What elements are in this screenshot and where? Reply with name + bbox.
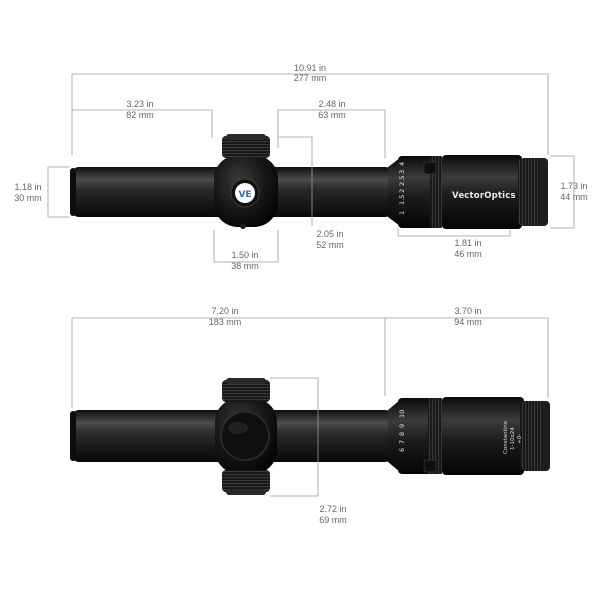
overall-length-bracket [71, 73, 549, 155]
rear-section-bracket [385, 317, 549, 398]
top-eyepiece-neck [388, 158, 400, 226]
mount-span-bracket [278, 136, 313, 226]
front-section-in: 7.20 in [211, 306, 238, 316]
eyepiece-length-bracket [397, 228, 511, 237]
bottom-mag-numbers: 6 7 8 9 10 [398, 410, 406, 452]
overall-length-in: 10.91 in [294, 63, 326, 73]
top-mag-number: 1.5 [398, 195, 406, 205]
top-eyepiece-bell [442, 155, 522, 229]
eyepiece-diameter-bracket [550, 155, 575, 229]
bottom-mag-lever [423, 459, 437, 473]
top-logo-mark: VE [238, 190, 251, 200]
top-logo-ring [235, 183, 255, 203]
tube-diameter-in: 1.18 in [14, 182, 41, 192]
turret-height-bracket [270, 377, 319, 497]
front-turret-in: 3.23 in [126, 99, 153, 109]
turret-height-mm: 69 mm [319, 515, 347, 525]
top-mag-number: 2 [398, 189, 406, 193]
eyepiece-diameter-in: 1.73 in [560, 181, 587, 191]
bottom-mag-number: 6 [398, 448, 406, 452]
tube-diameter-mm: 30 mm [14, 193, 42, 203]
bottom-model-line2: 1-10x24 [510, 427, 516, 450]
bottom-objective-end [70, 411, 76, 461]
turret-width-mm: 38 mm [231, 261, 259, 271]
top-mag-numbers: 1 1.5 2 2.5 3 4 [398, 162, 406, 215]
eyepiece-diameter-mm: 44 mm [560, 192, 588, 202]
bottom-eyepiece-neck [388, 400, 400, 472]
top-scope: 1 1.5 2 2.5 3 4 VectorOptics VE [70, 134, 548, 229]
bottom-mag-ring-knurl [428, 398, 442, 474]
tube-diameter-bracket [47, 166, 70, 218]
bottom-mag-number: 10 [398, 410, 406, 418]
mount-span-in: 2.05 in [316, 229, 343, 239]
top-dimensions: 10.91 in 277 mm 3.23 in 82 mm 2.48 in 63… [14, 63, 588, 271]
bottom-lower-turret [222, 470, 270, 492]
bottom-elevation-turret [222, 380, 270, 402]
top-mag-number: 1 [398, 211, 406, 215]
bottom-eyepiece-bell [442, 397, 524, 475]
overall-length-mm: 277 mm [294, 73, 327, 83]
top-mag-number: 3 [398, 170, 406, 174]
top-diopter-end [540, 158, 548, 226]
rear-section-in: 3.70 in [454, 306, 481, 316]
front-section-mm: 183 mm [209, 317, 242, 327]
top-turret-screw [240, 223, 246, 229]
bottom-mag-number: 9 [398, 424, 406, 428]
mount-span-mm: 52 mm [316, 240, 344, 250]
bottom-model-line3: +0- [517, 434, 523, 444]
bottom-mag-number: 8 [398, 432, 406, 436]
rear-section-mm: 94 mm [454, 317, 482, 327]
bottom-dimensions: 7.20 in 183 mm 3.70 in 94 mm 2.72 in 69 … [71, 306, 549, 525]
turret-eyepiece-bracket [277, 109, 386, 158]
bottom-lower-cap [226, 489, 266, 495]
bottom-diopter-end [542, 401, 550, 471]
top-elevation-cap [226, 134, 266, 140]
bottom-mag-number: 7 [398, 440, 406, 444]
bottom-scope: 6 7 8 9 10 Constantine 1-10x24 +0- [70, 378, 550, 495]
bottom-elevation-cap [226, 378, 266, 384]
eyepiece-length-in: 1.81 in [454, 238, 481, 248]
turret-height-in: 2.72 in [319, 504, 346, 514]
front-turret-bracket [72, 109, 213, 138]
top-mag-number: 4 [398, 162, 406, 166]
top-objective-end [70, 168, 76, 216]
top-mag-number: 2.5 [398, 176, 406, 186]
turret-eyepiece-in: 2.48 in [318, 99, 345, 109]
top-mag-lever [423, 161, 437, 175]
turret-width-in: 1.50 in [231, 250, 258, 260]
bottom-windage-highlight [228, 422, 248, 434]
eyepiece-length-mm: 46 mm [454, 249, 482, 259]
top-brand-text: VectorOptics [452, 191, 516, 201]
turret-width-bracket [213, 230, 279, 263]
bottom-windage-disc [220, 411, 270, 461]
bottom-model-line1: Constantine [503, 420, 509, 454]
top-elevation-turret [222, 136, 270, 158]
turret-eyepiece-mm: 63 mm [318, 110, 346, 120]
front-turret-mm: 82 mm [126, 110, 154, 120]
front-section-bracket [71, 317, 386, 408]
